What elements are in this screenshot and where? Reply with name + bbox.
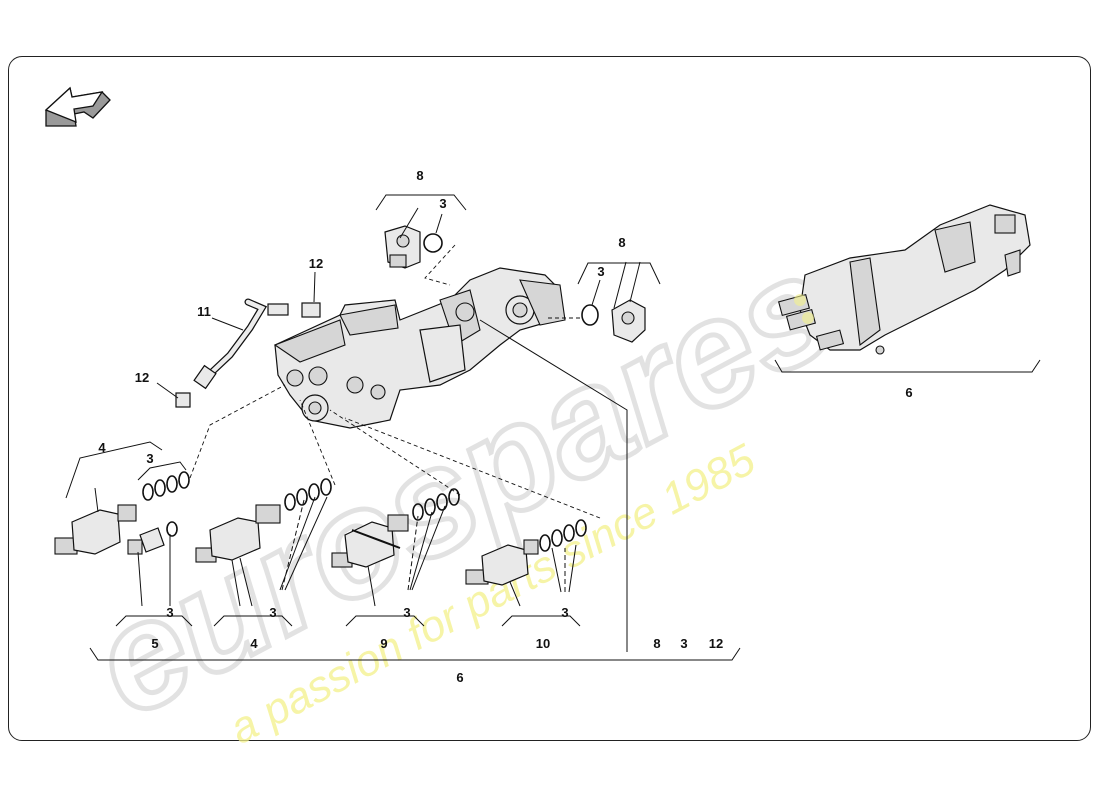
label-8-right: 8: [618, 235, 625, 250]
label-10: 10: [536, 636, 550, 651]
label-5: 5: [151, 636, 158, 651]
label-3-right: 3: [597, 264, 604, 279]
o-ring-set-a: [142, 471, 190, 501]
grouping-brackets: [65, 194, 1041, 661]
speed-sensor-5: [127, 527, 165, 555]
banjo-bolt-upper: [301, 302, 321, 318]
o-ring-right: [581, 304, 599, 326]
solenoid-valve-10: [465, 539, 539, 586]
inset-assembled-valve-unit: [777, 204, 1031, 355]
solenoid-valve-4a: [54, 504, 137, 555]
callout-labels: 8 3 8 3 12 11 12 4 3 3 5 3 4 3 9 3 10 8 …: [98, 168, 912, 685]
label-8-row: 8: [653, 636, 660, 651]
o-ring-set-c: [412, 488, 460, 521]
o-ring-set-b: [284, 478, 332, 511]
label-12-lower: 12: [135, 370, 149, 385]
label-11: 11: [197, 304, 211, 319]
o-ring-top: [423, 233, 443, 253]
assembly-guide-lines: [189, 244, 601, 519]
label-12-row: 12: [709, 636, 723, 651]
o-ring-set-d: [539, 519, 587, 552]
label-8-top: 8: [416, 168, 423, 183]
label-3-top: 3: [439, 196, 446, 211]
label-4-upper: 4: [98, 440, 106, 455]
label-3-group-5: 3: [166, 605, 173, 620]
hydraulic-line: [193, 298, 289, 390]
o-ring-5: [166, 521, 178, 537]
label-9: 9: [380, 636, 387, 651]
leader-lines: [94, 207, 641, 652]
back-arrow-icon[interactable]: [44, 86, 111, 127]
label-3-group-4: 3: [269, 605, 276, 620]
solenoid-valve-4b: [195, 504, 281, 563]
label-6-inset: 6: [905, 385, 912, 400]
label-3-group-9: 3: [403, 605, 410, 620]
label-6-bottom: 6: [456, 670, 463, 685]
banjo-bolt-lower: [175, 392, 191, 408]
label-12-upper: 12: [309, 256, 323, 271]
valve-body-housing: [273, 267, 566, 429]
label-3-upper: 3: [146, 451, 153, 466]
diagram-frame: [8, 56, 1091, 741]
label-4-lower: 4: [250, 636, 258, 651]
label-3-group-10: 3: [561, 605, 568, 620]
solenoid-valve-9: [331, 514, 409, 568]
label-3-row: 3: [680, 636, 687, 651]
pressure-sensor-top: [384, 225, 421, 269]
